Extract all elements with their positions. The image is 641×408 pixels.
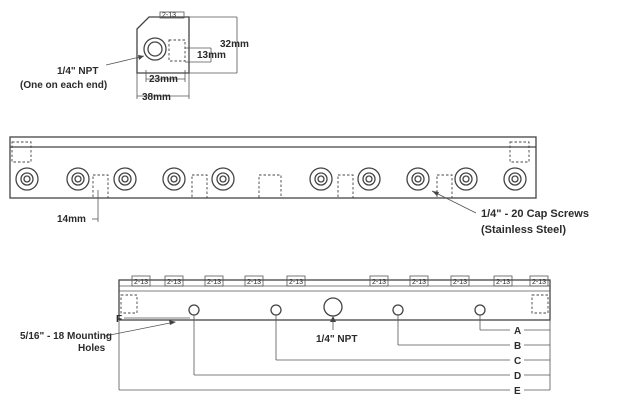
notch-label: 2-13	[167, 279, 181, 286]
end-view-notch-text: 2-13	[162, 12, 176, 19]
ref-B: B	[514, 341, 521, 352]
end-view-hidden-slot	[168, 39, 186, 62]
cap-screw-holes	[15, 167, 527, 191]
notch	[369, 275, 389, 287]
cap-screw-hole-center	[121, 175, 129, 183]
cap-screws-label: 1/4" - 20 Cap Screws	[481, 208, 589, 220]
end-view-npt-note: (One on each end)	[20, 80, 107, 91]
dim-32mm: 32mm	[220, 39, 249, 50]
cap-screw-hole-center	[317, 175, 325, 183]
mounting-holes-label: 5/16" - 18 Mounting	[20, 331, 112, 342]
side-view: 14mm 1/4" - 20 Cap Screws (Stainless Ste…	[9, 136, 589, 236]
notch	[409, 275, 429, 287]
mounting-hole-1	[188, 304, 200, 316]
hidden-pocket	[191, 174, 208, 199]
end-view-npt-label: 1/4" NPT	[57, 66, 98, 77]
dim-13mm: 13mm	[197, 50, 226, 61]
npt-port-inner	[147, 41, 163, 57]
notch	[244, 275, 264, 287]
ref-F: F	[116, 314, 122, 325]
notch	[164, 275, 184, 287]
dim-23mm: 23mm	[149, 74, 178, 85]
end-view-notch	[159, 11, 185, 19]
ref-A: A	[514, 326, 521, 337]
hidden-pocket	[92, 174, 109, 199]
cap-screw-hole-center	[219, 175, 227, 183]
notch	[493, 275, 513, 287]
hidden-pocket	[436, 174, 453, 199]
npt-port	[323, 297, 343, 317]
notch-label: 2-13	[289, 279, 303, 286]
notch-label: 2-13	[247, 279, 261, 286]
cap-screw-hole-center	[414, 175, 422, 183]
mounting-hole-4	[474, 304, 486, 316]
side-view-hidden-right	[509, 141, 530, 163]
bottom-notches: 2-13 2-13 2-13 2-13 2-13 2-13 2-13 2-13 2-13 2-13	[131, 275, 549, 287]
cap-screws-note: (Stainless Steel)	[481, 224, 566, 236]
bottom-view-hidden-left	[120, 294, 138, 314]
notch-label: 2-13	[412, 279, 426, 286]
ref-C: C	[514, 356, 521, 367]
notch-label: 2-13	[134, 279, 148, 286]
notch-label: 2-13	[372, 279, 386, 286]
cap-screw-hole-center	[365, 175, 373, 183]
cap-screw-hole-center	[170, 175, 178, 183]
notch	[204, 275, 224, 287]
notch-label: 2-13	[207, 279, 221, 286]
bottom-view-hidden-right	[531, 294, 549, 314]
notch	[286, 275, 306, 287]
hidden-pocket	[258, 174, 282, 199]
mounting-hole-3	[392, 304, 404, 316]
bottom-npt-label: 1/4" NPT	[316, 334, 357, 345]
notch	[131, 275, 151, 287]
mounting-hole-2	[270, 304, 282, 316]
dim-38mm: 38mm	[142, 92, 171, 103]
notch-label: 2-13	[453, 279, 467, 286]
cap-screw-hole-center	[462, 175, 470, 183]
hidden-pockets	[92, 174, 453, 199]
cap-screw-hole-center	[23, 175, 31, 183]
notch-label: 2-13	[532, 279, 546, 286]
end-view: 2-13 1/4" NPT (One on each end) 32mm 13m…	[20, 11, 249, 103]
cap-screw-hole-center	[511, 175, 519, 183]
notch	[450, 275, 470, 287]
hidden-pocket	[337, 174, 354, 199]
dim-14mm: 14mm	[57, 214, 86, 225]
notch-label: 2-13	[496, 279, 510, 286]
side-view-body	[9, 136, 537, 199]
end-view-body	[136, 16, 190, 74]
mounting-holes-label-2: Holes	[78, 343, 106, 354]
notch	[529, 275, 549, 287]
cap-screw-hole-center	[74, 175, 82, 183]
ref-D: D	[514, 371, 521, 382]
side-view-hidden-left	[11, 141, 32, 163]
ref-E: E	[514, 386, 521, 397]
